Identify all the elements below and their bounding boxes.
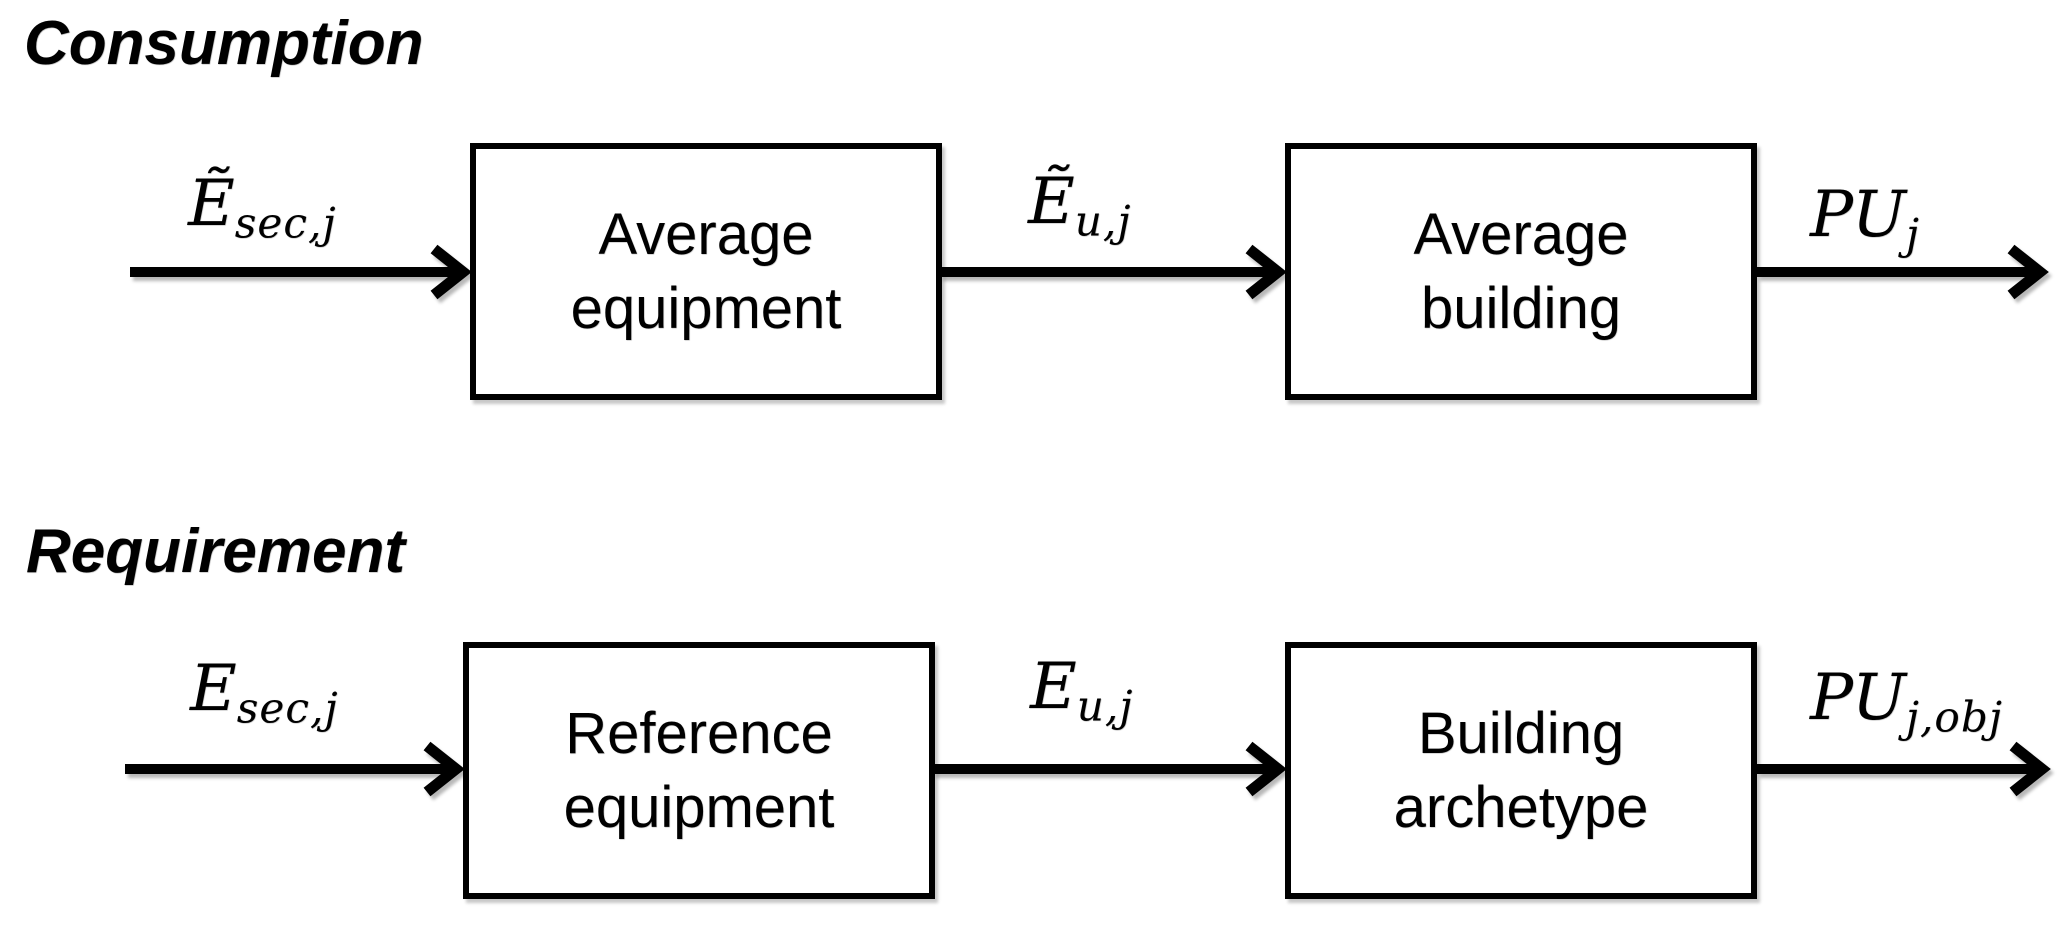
box-average-building: Average building xyxy=(1285,143,1757,400)
math-label-e-tilde-sec-j: Ẽsec,j xyxy=(188,172,337,245)
box-average-equipment: Average equipment xyxy=(470,143,942,400)
arrow-head xyxy=(423,741,465,797)
math-label-e-sec-j: Esec,j xyxy=(190,657,339,730)
math-subscript: sec,j xyxy=(234,198,337,248)
math-subscript: j,obj xyxy=(1905,692,2003,742)
box-label: Average equipment xyxy=(570,201,842,341)
arrow-requirement-between xyxy=(933,741,1287,797)
arrow-consumption-between xyxy=(940,244,1287,300)
arrow-requirement-input xyxy=(125,741,465,797)
math-label-pu-j: PUj xyxy=(1810,183,1920,256)
arrow-head xyxy=(2009,741,2051,797)
math-label-pu-j-obj: PUj,obj xyxy=(1810,666,2003,739)
arrow-consumption-input xyxy=(130,244,472,300)
arrow-head xyxy=(1245,244,1287,300)
box-label: Average building xyxy=(1413,201,1629,341)
math-label-e-u-j: Eu,j xyxy=(1030,655,1133,728)
math-main: Ẽ xyxy=(188,167,235,241)
section-heading-requirement: Requirement xyxy=(26,517,405,586)
arrow-requirement-output xyxy=(1757,741,2051,797)
math-subscript: j xyxy=(1905,209,1920,259)
math-subscript: u,j xyxy=(1076,681,1134,731)
box-label: Building archetype xyxy=(1393,700,1649,840)
section-heading-consumption: Consumption xyxy=(24,9,424,78)
math-main: PU xyxy=(1810,178,1906,252)
arrow-consumption-output xyxy=(1757,244,2049,300)
arrow-head xyxy=(1245,741,1287,797)
math-main: PU xyxy=(1810,661,1906,735)
box-reference-equipment: Reference equipment xyxy=(463,642,935,899)
box-label: Reference equipment xyxy=(563,700,835,840)
math-subscript: u,j xyxy=(1074,196,1132,246)
math-main: Ẽ xyxy=(1028,165,1075,239)
arrow-head xyxy=(430,244,472,300)
math-main: E xyxy=(190,652,237,726)
math-main: E xyxy=(1030,650,1077,724)
box-building-archetype: Building archetype xyxy=(1285,642,1757,899)
math-label-e-tilde-u-j: Ẽu,j xyxy=(1028,170,1131,243)
math-subscript: sec,j xyxy=(236,683,339,733)
arrow-head xyxy=(2007,244,2049,300)
